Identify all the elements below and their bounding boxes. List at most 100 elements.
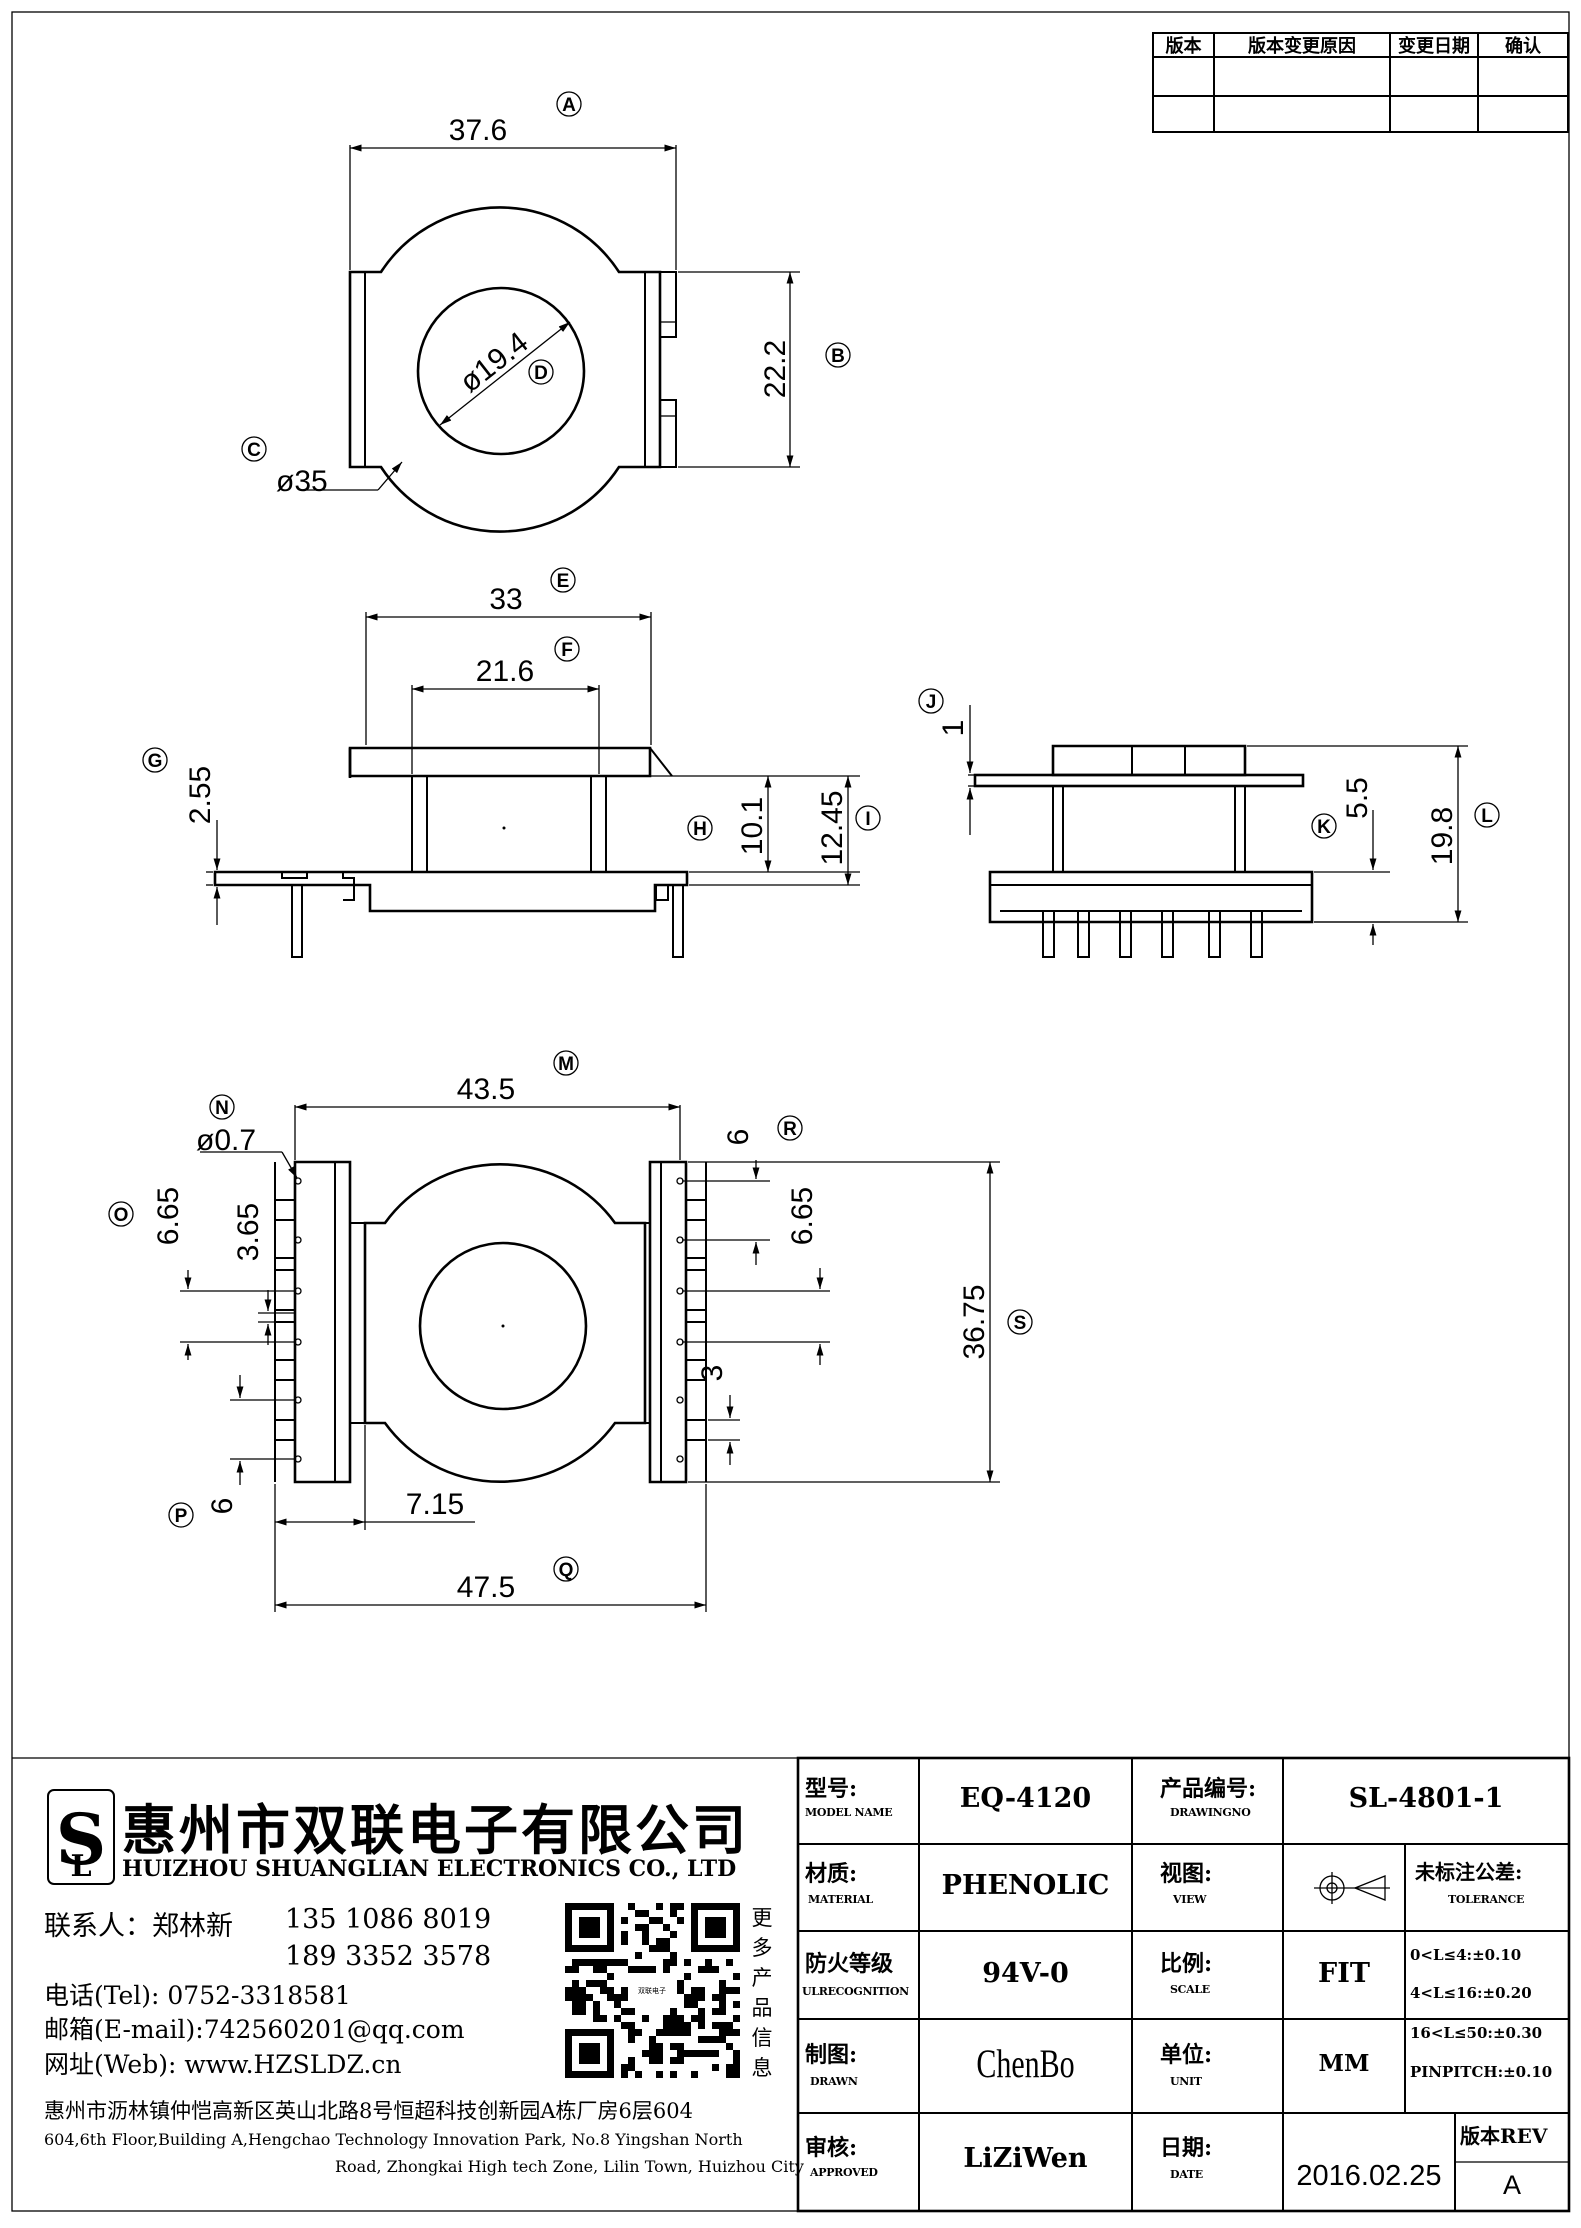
qr-module bbox=[642, 1924, 649, 1931]
dim-G: 2.55 bbox=[184, 766, 217, 824]
contact-phone-2: 189 3352 3578 bbox=[285, 1941, 492, 1972]
qr-module bbox=[726, 2071, 733, 2078]
svg-text:L: L bbox=[1481, 806, 1493, 827]
qr-module bbox=[572, 1966, 579, 1973]
svg-text:P: P bbox=[175, 1506, 188, 1527]
qr-module bbox=[635, 1966, 642, 1973]
qr-module bbox=[663, 2015, 670, 2022]
qr-module bbox=[663, 1945, 670, 1952]
qr-module bbox=[572, 2008, 579, 2015]
svg-text:N: N bbox=[215, 1098, 229, 1119]
qr-module bbox=[663, 1924, 670, 1931]
svg-text:H: H bbox=[693, 819, 707, 840]
dim-C: ø35 bbox=[276, 465, 328, 498]
model-label: 型号: bbox=[805, 1776, 858, 1802]
qr-module bbox=[733, 2029, 740, 2036]
dim-R-lower: 6.65 bbox=[786, 1187, 819, 1245]
contact-web: 网址(Web): www.HZSLDZ.cn bbox=[44, 2050, 402, 2079]
qr-finder bbox=[579, 1917, 600, 1938]
bottom-view-outline bbox=[293, 1160, 352, 1484]
material-label: 材质: bbox=[805, 1861, 858, 1887]
drawn-label: 制图: bbox=[805, 2042, 858, 2068]
side-view bbox=[966, 705, 1468, 958]
rev-header-reason: 版本变更原因 bbox=[1213, 32, 1391, 58]
qr-code-icon bbox=[565, 1903, 740, 2078]
tolerance-label: 未标注公差: bbox=[1415, 1860, 1523, 1884]
date-label: 日期: bbox=[1160, 2135, 1213, 2161]
qr-module bbox=[712, 2064, 719, 2071]
svg-text:D: D bbox=[534, 363, 548, 384]
qr-module bbox=[586, 1994, 593, 2001]
svg-text:R: R bbox=[783, 1119, 797, 1140]
callout-L: L bbox=[1474, 802, 1500, 828]
qr-module bbox=[684, 2029, 691, 2036]
qr-module bbox=[621, 1994, 628, 2001]
qr-module bbox=[691, 2071, 698, 2078]
qr-module bbox=[719, 1980, 726, 1987]
date-sub: DATE bbox=[1170, 2168, 1203, 2181]
qr-module bbox=[593, 1959, 600, 1966]
qr-module bbox=[712, 2050, 719, 2057]
qr-module bbox=[593, 2015, 600, 2022]
svg-text:S: S bbox=[56, 1798, 107, 1881]
qr-module bbox=[614, 2001, 621, 2008]
rev-header-version: 版本 bbox=[1152, 32, 1215, 58]
qr-module bbox=[677, 1980, 684, 1987]
qr-module bbox=[593, 2008, 600, 2015]
qr-module bbox=[698, 1994, 705, 2001]
qr-module bbox=[579, 1987, 586, 1994]
dim-S: 36.75 bbox=[958, 1284, 991, 1359]
qr-module bbox=[670, 1931, 677, 1938]
svg-text:Q: Q bbox=[559, 1560, 574, 1581]
unit-sub: UNIT bbox=[1170, 2075, 1202, 2088]
material-value: PHENOLIC bbox=[941, 1870, 1110, 1901]
qr-module bbox=[670, 1952, 677, 1959]
qr-module bbox=[684, 1994, 691, 2001]
qr-module bbox=[607, 1973, 614, 1980]
dim-P-offset: 7.15 bbox=[406, 1488, 464, 1521]
qr-module bbox=[642, 2015, 649, 2022]
qr-module bbox=[628, 1966, 635, 1973]
rev-header-confirm: 确认 bbox=[1477, 32, 1569, 58]
dim-R-pitch: 3 bbox=[696, 1365, 729, 1382]
qr-module bbox=[705, 2036, 712, 2043]
qr-module bbox=[649, 1917, 656, 1924]
qr-module bbox=[670, 2015, 677, 2022]
svg-text:I: I bbox=[865, 809, 870, 830]
qr-module bbox=[663, 2029, 670, 2036]
qr-module bbox=[698, 1987, 705, 1994]
qr-module bbox=[677, 2022, 684, 2029]
qr-module bbox=[579, 2008, 586, 2015]
qr-module bbox=[649, 2050, 656, 2057]
rev-row-cell bbox=[1152, 56, 1215, 97]
qr-module bbox=[565, 1966, 572, 1973]
qr-module bbox=[726, 2022, 733, 2029]
qr-module bbox=[628, 2022, 635, 2029]
address-cn: 惠州市沥林镇仲恺高新区英山北路8号恒超科技创新园A栋厂房6层604 bbox=[44, 2099, 693, 2123]
callout-K: K bbox=[1311, 813, 1337, 839]
qr-module bbox=[628, 2036, 635, 2043]
approved-value: LiZiWen bbox=[963, 2143, 1088, 2174]
rev-row-cell bbox=[1152, 95, 1215, 133]
qr-module bbox=[572, 1980, 579, 1987]
drawn-value: ChenBo bbox=[976, 2041, 1075, 2086]
qr-module bbox=[607, 1987, 614, 1994]
rev-row-cell bbox=[1389, 95, 1479, 133]
svg-text:L: L bbox=[70, 1849, 91, 1884]
qr-module bbox=[684, 1959, 691, 1966]
qr-module bbox=[600, 1980, 607, 1987]
dim-I: 12.45 bbox=[816, 790, 849, 865]
qr-module bbox=[600, 1959, 607, 1966]
qr-module bbox=[663, 1966, 670, 1973]
qr-finder bbox=[579, 2043, 600, 2064]
qr-module bbox=[642, 1910, 649, 1917]
qr-module bbox=[656, 1945, 663, 1952]
contact-label: 联系人：郑林新 bbox=[44, 1911, 233, 1942]
qr-module bbox=[670, 2071, 677, 2078]
sheet-border bbox=[11, 11, 1570, 2212]
qr-module bbox=[698, 1966, 705, 1973]
qr-module bbox=[579, 1959, 586, 1966]
qr-module bbox=[656, 2050, 663, 2057]
contact-email: 邮箱(E-mail):742560201@qq.com bbox=[44, 2015, 465, 2044]
